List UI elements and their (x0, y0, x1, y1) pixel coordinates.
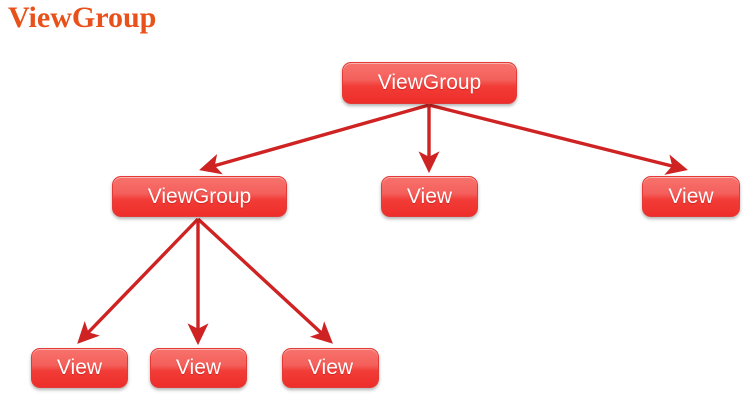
edge-viewgroup2-to-view-1 (77, 217, 200, 344)
page-title: ViewGroup (8, 1, 157, 34)
node-label: View (56, 356, 103, 379)
node-label: View (668, 184, 714, 208)
node-root-viewgroup[interactable]: ViewGroup (342, 62, 517, 104)
node-label: View (175, 356, 222, 379)
node-view-middle[interactable]: View (381, 176, 478, 217)
edge-root-to-viewgroup2 (199, 103, 430, 175)
node-label: ViewGroup (377, 71, 482, 94)
node-label: View (307, 356, 354, 379)
node-view-bottom-2[interactable]: View (150, 348, 247, 388)
node-view-bottom-1[interactable]: View (31, 348, 128, 388)
node-label: ViewGroup (147, 184, 252, 208)
node-view-right[interactable]: View (642, 176, 740, 217)
edge-viewgroup2-to-view-3 (196, 217, 333, 344)
edge-root-to-view-right (428, 103, 688, 175)
node-view-bottom-3[interactable]: View (282, 348, 379, 388)
node-label: View (406, 184, 453, 208)
node-viewgroup-level2[interactable]: ViewGroup (112, 176, 287, 217)
